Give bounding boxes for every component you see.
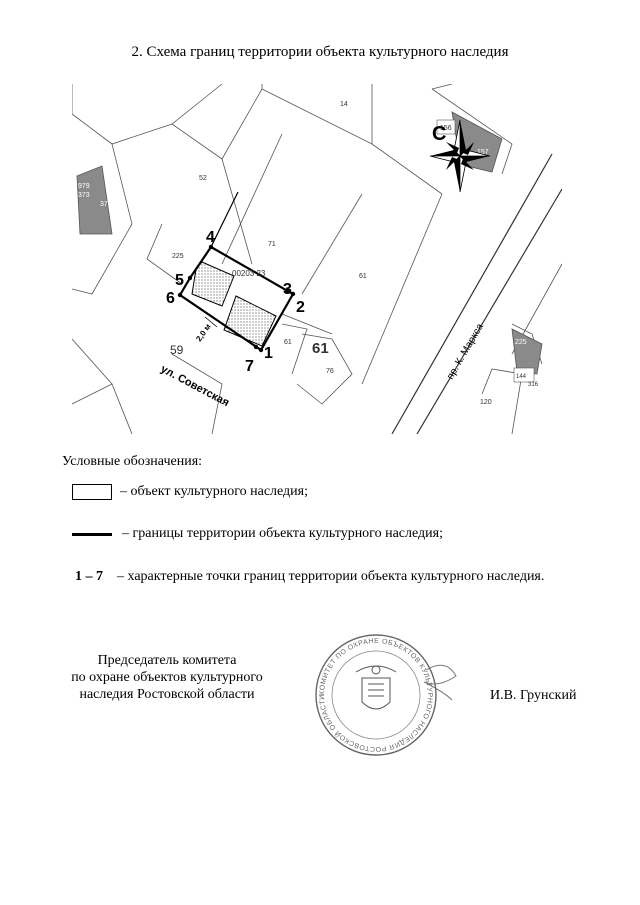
boundary-point-4	[208, 244, 214, 250]
compass-rose-icon	[429, 119, 491, 193]
parcel-line	[481, 368, 523, 434]
point-label-2: 2	[296, 299, 305, 316]
point-label-3: 3	[283, 281, 292, 298]
parcel-line	[361, 193, 443, 385]
boundary-point-1	[258, 347, 264, 353]
dimension-label: 2,0 м	[194, 322, 212, 343]
parcel-line	[221, 133, 283, 265]
parcel-line	[111, 143, 133, 225]
territory-boundary	[178, 246, 295, 352]
cadastral-label: 00203 23	[232, 269, 266, 278]
parcel-label: 61	[312, 340, 329, 357]
parcel-line	[281, 313, 333, 335]
parcel-label: 120	[480, 399, 492, 406]
signatory-line-3: наследия Ростовской области	[79, 687, 255, 702]
point-label-5: 5	[175, 272, 184, 289]
parcel-label: 59	[170, 343, 184, 357]
parcel-label: 316	[528, 382, 539, 388]
building-small	[436, 119, 456, 135]
point-label-7: 7	[245, 358, 254, 375]
boundary-point-5	[187, 275, 193, 281]
parcel-label: 373	[78, 192, 90, 199]
legend-heading: Условные обозначения:	[62, 454, 203, 469]
parcel-line	[281, 323, 308, 375]
signatory-name: И.В. Грунский	[490, 688, 577, 703]
parcel-label: 370	[100, 201, 112, 208]
signatory-line-1: Председатель комитета	[97, 653, 237, 668]
parcel-line	[111, 383, 133, 434]
legend-item-object: – объект культурного наследия;	[72, 484, 308, 500]
parcel-label: 157	[477, 149, 489, 156]
parcel-label: 76	[326, 368, 334, 375]
boundary-point-2	[290, 291, 296, 297]
boundary-line-swatch	[72, 532, 112, 536]
legend-points-key: 1 – 7	[75, 569, 103, 584]
parcel-label: 71	[268, 241, 276, 248]
parcel-line	[431, 84, 453, 90]
seal-ring-text: КОМИТЕТ ПО ОХРАНЕ ОБЪЕКТОВ КУЛЬТУРНОГО Н…	[319, 638, 433, 752]
page-title: 2. Схема границ территории объекта культ…	[131, 44, 509, 60]
boundary-point-6	[177, 292, 183, 298]
coat-of-arms-icon	[355, 665, 397, 710]
boundary-extension	[210, 191, 239, 248]
point-label-4: 4	[206, 229, 215, 246]
parcel-label: 144	[516, 374, 527, 380]
signature-scribble	[423, 664, 457, 701]
signatory-line-2: по охране объектов культурного	[71, 670, 263, 685]
street-edge	[391, 153, 553, 434]
parcel-label: 61	[284, 339, 292, 346]
heritage-object-swatch	[72, 484, 112, 500]
signatory-position: Председатель комитета по охране объектов…	[62, 652, 272, 703]
street-label-sovetskaya: ул. Советская	[159, 363, 232, 409]
legend-item-points: 1 – 7 – характерные точки границ террито…	[75, 568, 585, 586]
parcel-label: 52	[199, 175, 207, 182]
compass-north-letter: С	[432, 123, 446, 145]
site-map: 2,0 м 14 52 71 61 225 00203 23 59 61 61 …	[72, 84, 562, 434]
parcel-line	[261, 84, 373, 145]
legend-object-label: – объект культурного наследия;	[120, 484, 308, 499]
street-edge	[416, 188, 562, 434]
parcel-label: 14	[340, 101, 348, 108]
parcel-label: 61	[359, 273, 367, 280]
legend-boundary-label: – границы территории объекта культурного…	[122, 526, 443, 541]
point-label-1: 1	[264, 345, 273, 362]
parcel-line	[72, 338, 113, 405]
parcel-line	[301, 193, 363, 295]
svg-text:КОМИТЕТ ПО ОХРАНЕ ОБЪЕКТОВ КУЛ: КОМИТЕТ ПО ОХРАНЕ ОБЪЕКТОВ КУЛЬТУРНОГО Н…	[319, 638, 433, 752]
official-seal-stamp: КОМИТЕТ ПО ОХРАНЕ ОБЪЕКТОВ КУЛЬТУРНОГО Н…	[315, 634, 457, 756]
dimension-line	[204, 316, 218, 328]
parcel-label: 225	[172, 253, 184, 260]
point-label-6: 6	[166, 290, 175, 307]
legend-item-boundary: – границы территории объекта культурного…	[72, 526, 443, 542]
building-shaded	[76, 165, 113, 235]
boundary-point-3	[285, 288, 291, 294]
parcel-line	[296, 333, 353, 405]
parcel-line	[431, 88, 513, 175]
building-small	[513, 367, 535, 383]
parcel-label: 156	[440, 125, 452, 132]
legend-points-label: – характерные точки границ территории об…	[117, 569, 545, 584]
parcel-line	[72, 84, 223, 145]
heritage-building	[191, 261, 235, 307]
parcel-label: 225	[515, 339, 527, 346]
boundary-point-7	[253, 344, 259, 350]
parcel-line	[371, 143, 443, 195]
parcel-line	[72, 223, 133, 295]
parcel-line	[171, 84, 263, 160]
parcel-line	[146, 223, 183, 285]
parcel-line	[171, 353, 223, 434]
parcel-line	[221, 158, 253, 265]
parcel-label: 979	[78, 183, 90, 190]
building-shaded	[511, 328, 543, 375]
